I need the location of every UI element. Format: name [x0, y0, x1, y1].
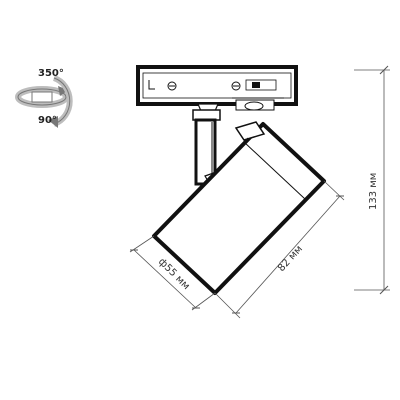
horizontal-arrow-icon — [58, 86, 68, 96]
vertical-arrow-icon — [48, 116, 58, 128]
height-label: 133 мм — [368, 173, 379, 210]
vertical-rotation-label: 90° — [38, 115, 57, 126]
lamp-cylinder — [152, 122, 326, 295]
rotation-icon: 350° 90° — [15, 68, 73, 128]
lamp-body — [152, 121, 326, 295]
length-label: 82 мм — [276, 244, 305, 274]
horizontal-rotation-label: 350° — [38, 68, 64, 79]
height-dimension: 133 мм — [354, 65, 390, 295]
